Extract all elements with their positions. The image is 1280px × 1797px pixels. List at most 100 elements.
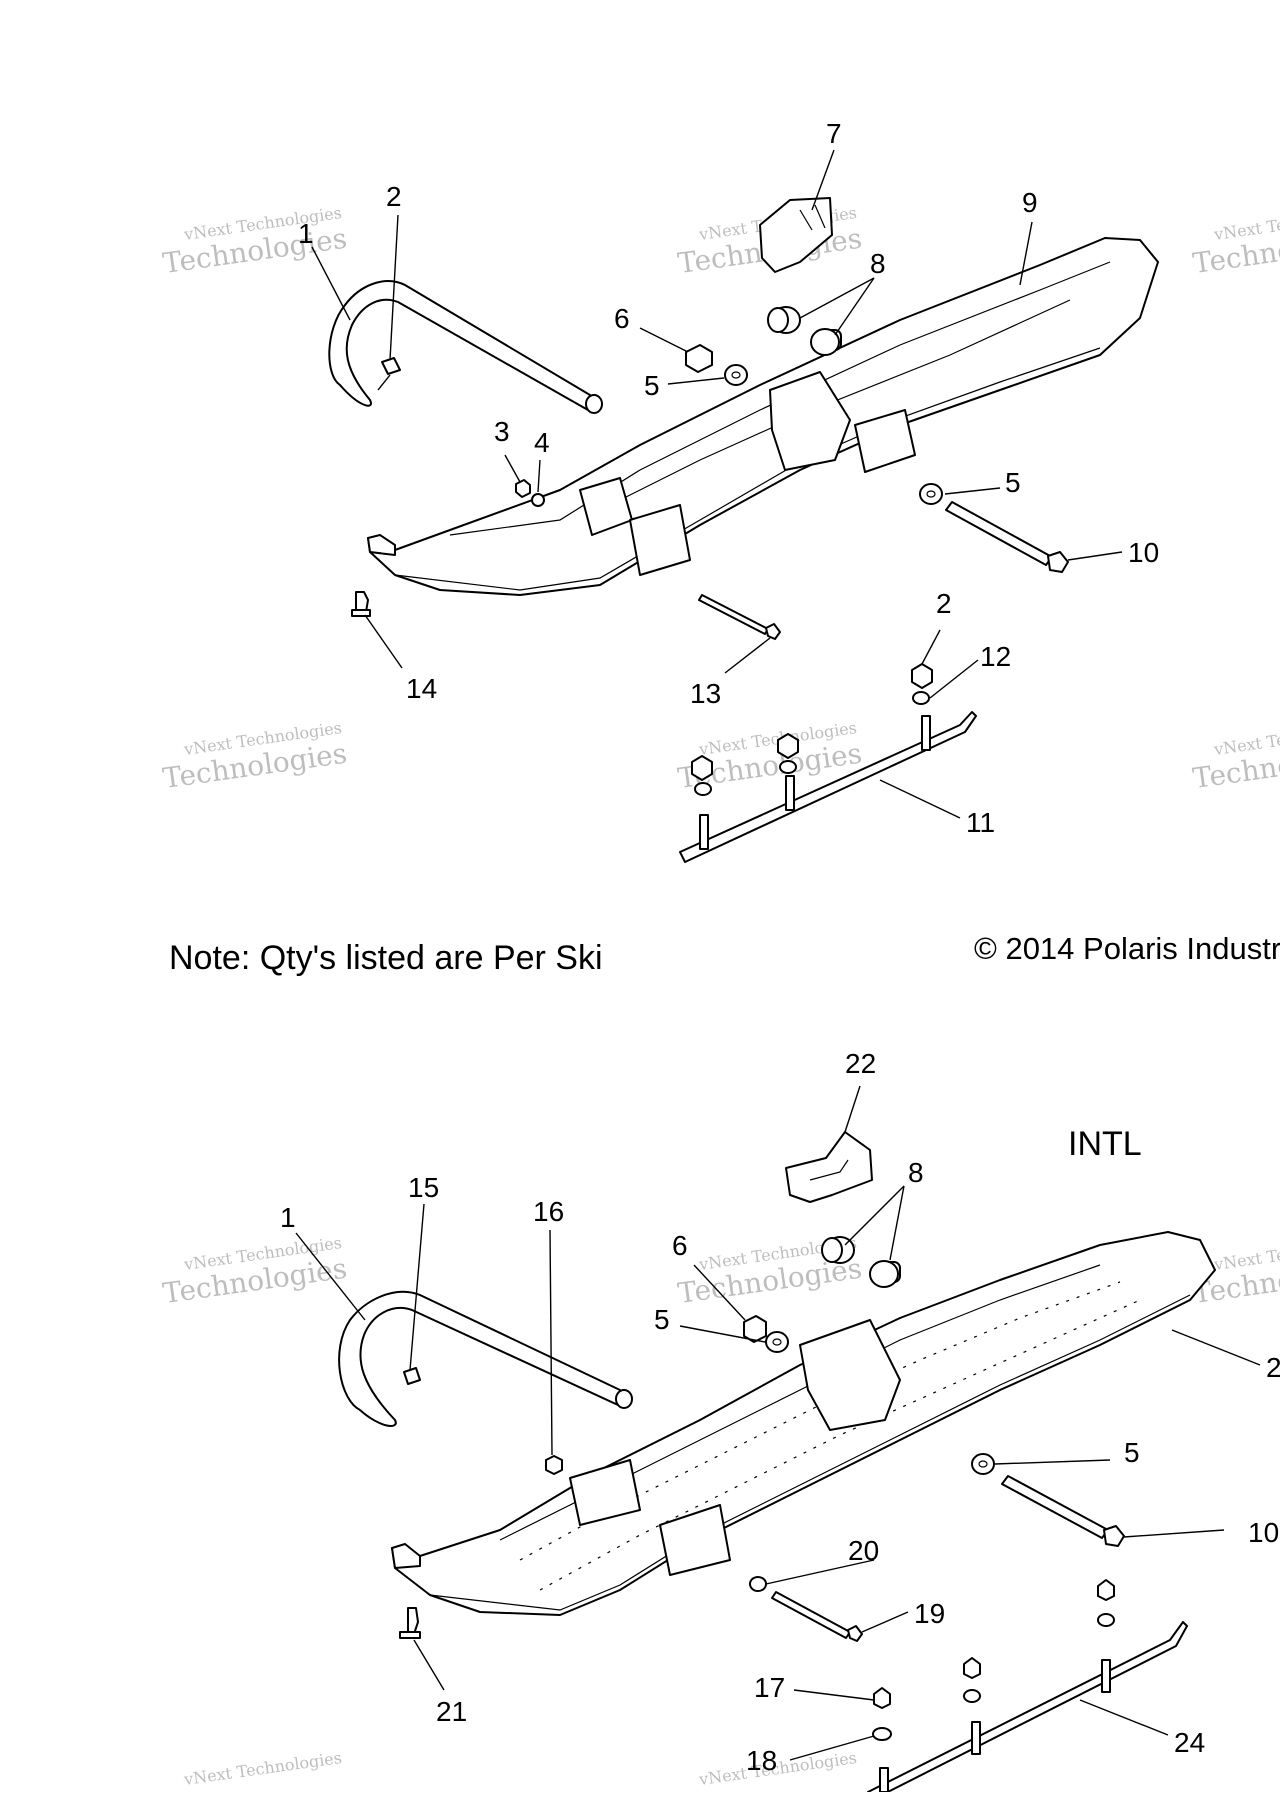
svg-text:vNext Technologies: vNext Technologies	[182, 1748, 343, 1789]
lock-nut	[691, 755, 713, 781]
callout-16: 16	[533, 1196, 564, 1227]
ski-tip	[367, 534, 396, 556]
callout-5: 5	[644, 370, 660, 401]
handle-end	[615, 1389, 633, 1409]
callout-11: 11	[966, 807, 995, 838]
washer	[724, 364, 748, 386]
washer	[1097, 1613, 1115, 1627]
callout-5: 5	[1005, 467, 1021, 498]
runner-stud	[921, 715, 931, 751]
callout-17: 17	[754, 1672, 785, 1703]
ski-rib	[449, 261, 1111, 536]
callout-24: 24	[1174, 1727, 1205, 1758]
callout-3: 3	[494, 416, 510, 447]
washer	[919, 483, 943, 505]
callout-19: 19	[914, 1598, 945, 1629]
carbide-runner	[679, 711, 977, 863]
ski-rail	[429, 1294, 1191, 1611]
ski-wear-pad	[759, 197, 833, 273]
spindle-bolt	[1001, 1475, 1125, 1547]
ski-body	[367, 237, 1159, 596]
carbide-runner	[867, 1621, 1188, 1797]
callout-1: 1	[280, 1202, 296, 1233]
callout-10: 10	[1248, 1517, 1279, 1548]
bottom-ski-assembly: INTL	[280, 1048, 1280, 1797]
runner-stud	[971, 1721, 981, 1755]
spindle-bracket	[769, 371, 851, 471]
watermark: vNext Technologies Technologies	[1191, 203, 1280, 280]
callout-18: 18	[746, 1745, 777, 1776]
spindle-bracket	[799, 1319, 901, 1431]
handle-clip	[403, 1367, 421, 1385]
callout-6: 6	[672, 1230, 688, 1261]
lock-nut	[1097, 1579, 1115, 1601]
callout-20: 20	[848, 1535, 879, 1566]
nut	[743, 1315, 767, 1343]
callout-1: 1	[298, 218, 314, 249]
callout-6: 6	[614, 303, 630, 334]
callout-12: 12	[980, 641, 1011, 672]
callout-8: 8	[908, 1157, 924, 1188]
callout-15: 15	[408, 1172, 439, 1203]
rear-bracket	[854, 409, 916, 473]
rivet	[351, 591, 371, 617]
tip-bracket	[659, 1504, 731, 1576]
callout-21: 21	[436, 1696, 467, 1727]
tip-bracket	[629, 504, 691, 576]
watermark: vNext Technologies Technologies	[161, 718, 349, 795]
pad-ribs	[799, 204, 826, 231]
washer	[912, 691, 930, 705]
lock-nut	[911, 663, 933, 689]
front-bolt	[771, 1591, 863, 1642]
lock-nut	[873, 1687, 891, 1709]
lock-nut	[777, 733, 799, 759]
note-text: Note: Qty's listed are Per Ski	[169, 939, 603, 977]
top-ski-assembly: 1 2 7 9 8 6 5 3 4 5 10 14 13 2 12 11	[298, 118, 1159, 863]
watermark: vNext Technologies Technologies	[1191, 718, 1280, 795]
ski-handle	[328, 280, 599, 412]
watermark: vNext Technologies Technologies	[161, 1233, 349, 1310]
callout-7: 7	[826, 118, 842, 149]
runner-stud	[879, 1767, 889, 1793]
top-leaders	[311, 149, 1123, 819]
bottom-leaders	[295, 1085, 1261, 1761]
bushing	[869, 1260, 901, 1288]
rivet	[399, 1607, 421, 1639]
bushing	[810, 328, 842, 356]
washer	[963, 1689, 981, 1703]
callout-5: 5	[1124, 1437, 1140, 1468]
ski-rail	[394, 347, 1101, 591]
nut	[685, 344, 713, 373]
bottom-callouts: 22 15 1 16 8 6 5 2 5 10 20 19 21 17 18 2…	[280, 1048, 1280, 1776]
washer	[971, 1453, 995, 1475]
washer	[765, 1331, 789, 1353]
runner-stud	[785, 775, 795, 811]
watermark: vNext Technologies Technologies	[161, 203, 349, 280]
spindle-bolt	[945, 501, 1069, 573]
small-nut	[515, 479, 531, 498]
washer	[694, 782, 712, 796]
callout-22: 22	[845, 1048, 876, 1079]
callout-2: 2	[936, 588, 952, 619]
ski-tip	[391, 1543, 421, 1569]
callout-5: 5	[654, 1304, 670, 1335]
callout-2: 2	[386, 181, 402, 212]
callout-4: 4	[534, 427, 550, 458]
callout-9: 9	[1022, 187, 1038, 218]
ski-wear-pad	[785, 1131, 873, 1203]
runner-stud	[699, 814, 709, 850]
washer	[749, 1576, 767, 1592]
ski-handle	[338, 1290, 629, 1427]
copyright-text: © 2014 Polaris Industr	[974, 931, 1280, 966]
top-callouts: 1 2 7 9 8 6 5 3 4 5 10 14 13 2 12 11	[298, 118, 1159, 838]
callout-14: 14	[406, 673, 437, 704]
washer	[872, 1727, 892, 1741]
callout-2: 2	[1266, 1352, 1280, 1383]
watermark: vNext Technologies	[697, 1748, 858, 1789]
bushing	[767, 306, 801, 334]
callout-13: 13	[690, 678, 721, 709]
nut	[545, 1455, 563, 1475]
handle-end	[585, 394, 603, 414]
